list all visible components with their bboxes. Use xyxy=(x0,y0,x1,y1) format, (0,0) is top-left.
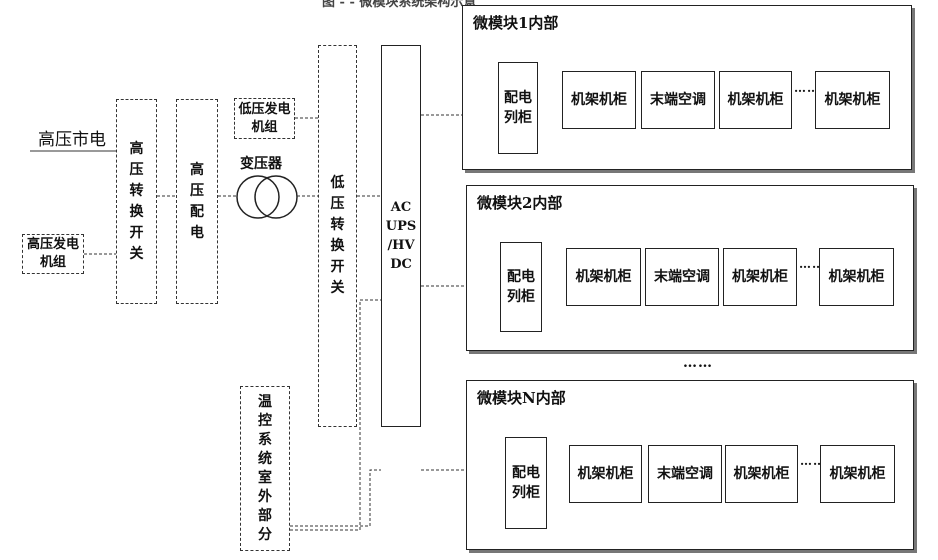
hv-distribution-char: 配 xyxy=(190,203,204,220)
module-2-pdu: 配电 列柜 xyxy=(500,242,542,332)
hv-distribution-box: 高压配电 xyxy=(176,99,218,304)
ups-char: AC xyxy=(390,200,412,215)
lv-switch-box: 低压转换开关 xyxy=(318,45,357,427)
module-n-rack-1: 机架机柜 xyxy=(569,445,642,503)
hv-switch-box: 高压转换开关 xyxy=(116,99,157,304)
lv-switch-char: 压 xyxy=(330,196,345,212)
module-2-cooling: 末端空调 xyxy=(645,248,719,306)
lv-generator-label: 低压发电机组 xyxy=(238,101,291,135)
thermal-outdoor-char: 外 xyxy=(258,488,272,505)
module-2-rack-2: 机架机柜 xyxy=(723,248,797,306)
hv-distribution-char: 电 xyxy=(190,224,204,241)
lv-switch-char: 转 xyxy=(330,217,345,233)
lv-generator-box: 低压发电机组 xyxy=(234,98,295,139)
hv-switch-char: 换 xyxy=(129,203,144,220)
ups-char: /HV xyxy=(387,238,415,253)
micro-module-n: 微模块N内部 配电 列柜 机架机柜 末端空调 机架机柜 …… 机架机柜 xyxy=(466,380,914,550)
module-2-rack-3: 机架机柜 xyxy=(819,248,894,306)
city-power-label: 高压市电 xyxy=(38,130,106,150)
modules-ellipsis: …… xyxy=(683,355,713,371)
hv-generator-box: 高压发电机组 xyxy=(22,234,84,274)
thermal-outdoor-char: 分 xyxy=(258,526,272,543)
module-n-pdu: 配电 列柜 xyxy=(505,437,547,529)
lv-switch-char: 换 xyxy=(330,238,345,254)
transformer-coil-right xyxy=(254,175,298,219)
hv-switch-char: 关 xyxy=(129,245,144,262)
hv-generator-label: 高压发电机组 xyxy=(26,237,79,270)
module-n-rack-2: 机架机柜 xyxy=(725,445,798,503)
transformer-coil-left xyxy=(236,175,280,219)
module-1-rack-1: 机架机柜 xyxy=(562,71,636,129)
lv-switch-char: 低 xyxy=(330,175,345,191)
micro-module-1: 微模块1内部 配电 列柜 机架机柜 末端空调 机架机柜 …… 机架机柜 xyxy=(462,5,912,170)
line-thermal-outdoor-2 xyxy=(290,469,381,527)
hv-switch-char: 开 xyxy=(129,224,144,241)
hv-switch-char: 压 xyxy=(129,161,144,178)
module-1-rack-3: 机架机柜 xyxy=(815,71,890,129)
module-n-rack-3: 机架机柜 xyxy=(820,445,895,503)
module-1-cooling: 末端空调 xyxy=(641,71,715,129)
ups-char: DC xyxy=(390,257,412,272)
module-1-title: 微模块1内部 xyxy=(473,14,559,32)
thermal-outdoor-char: 温 xyxy=(258,393,272,410)
hv-distribution-char: 高 xyxy=(190,161,204,178)
module-1-pdu: 配电 列柜 xyxy=(498,62,538,154)
ups-box: AC UPS/HV DC xyxy=(381,45,421,427)
micro-module-2: 微模块2内部 配电 列柜 机架机柜 末端空调 机架机柜 …… 机架机柜 xyxy=(466,185,914,351)
thermal-outdoor-char: 统 xyxy=(258,450,272,467)
module-1-rack-2: 机架机柜 xyxy=(719,71,792,129)
module-2-rack-1: 机架机柜 xyxy=(566,248,641,306)
thermal-outdoor-char: 部 xyxy=(258,507,272,524)
hv-switch-char: 转 xyxy=(129,182,144,199)
hv-switch-char: 高 xyxy=(129,140,144,157)
module-2-title: 微模块2内部 xyxy=(477,194,563,212)
ups-char: UPS xyxy=(385,219,417,234)
hv-distribution-char: 压 xyxy=(190,182,204,199)
module-1-rack-ellipsis: …… xyxy=(794,81,820,95)
transformer-label: 变压器 xyxy=(240,156,282,172)
line-thermal-outdoor xyxy=(290,299,381,531)
thermal-outdoor-box: 温控系统室外部分 xyxy=(240,386,290,551)
lv-switch-char: 开 xyxy=(330,259,345,275)
module-n-rack-ellipsis: …… xyxy=(800,454,826,468)
module-n-cooling: 末端空调 xyxy=(648,445,722,503)
module-n-title: 微模块N内部 xyxy=(477,389,566,407)
module-2-rack-ellipsis: …… xyxy=(799,257,825,271)
thermal-outdoor-char: 室 xyxy=(258,469,272,486)
lv-switch-char: 关 xyxy=(330,280,345,296)
thermal-outdoor-char: 控 xyxy=(258,412,272,429)
figure-title-fragment: 图 - - 微模块系统架构示意 xyxy=(322,0,477,10)
thermal-outdoor-char: 系 xyxy=(258,431,272,448)
